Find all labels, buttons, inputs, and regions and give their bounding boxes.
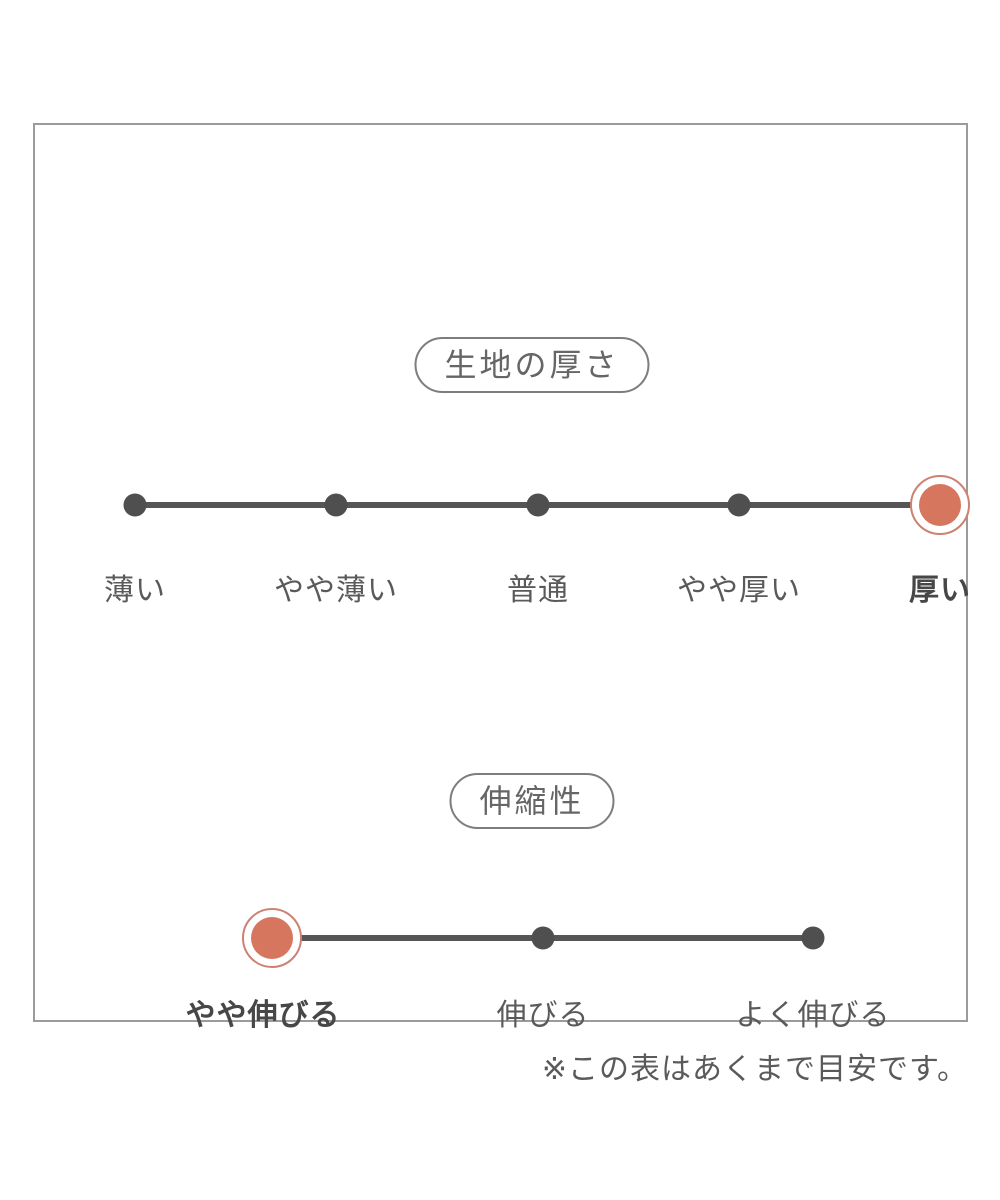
thickness-label-1: 薄い (104, 574, 166, 607)
thickness-section-title: 生地の厚さ (414, 337, 650, 393)
stretch-section-title: 伸縮性 (449, 773, 615, 829)
thickness-label-5: 厚い (909, 574, 971, 607)
thickness-selected-dot (919, 484, 961, 526)
spec-panel-border: 生地の厚さ 薄い やや薄い 普通 やや厚い 厚い 伸縮性 やや伸びる 伸びる よ… (33, 123, 971, 1032)
stretch-selected-dot (251, 917, 293, 959)
stretch-label-1: やや伸びる (185, 999, 341, 1032)
thickness-label-2: やや薄い (274, 574, 398, 607)
stretch-dot-2 (531, 926, 555, 950)
thickness-dot-3 (526, 493, 550, 517)
stretch-label-3: よく伸びる (735, 999, 891, 1032)
thickness-dot-4 (727, 493, 751, 517)
thickness-label-3: 普通 (507, 574, 569, 607)
thickness-dot-2 (324, 493, 348, 517)
stretch-dot-3 (801, 926, 825, 950)
disclaimer-note: ※この表はあくまで目安です。 (541, 1053, 968, 1086)
stretch-label-2: 伸びる (496, 999, 590, 1032)
thickness-dot-1 (123, 493, 147, 517)
thickness-label-4: やや厚い (677, 574, 801, 607)
